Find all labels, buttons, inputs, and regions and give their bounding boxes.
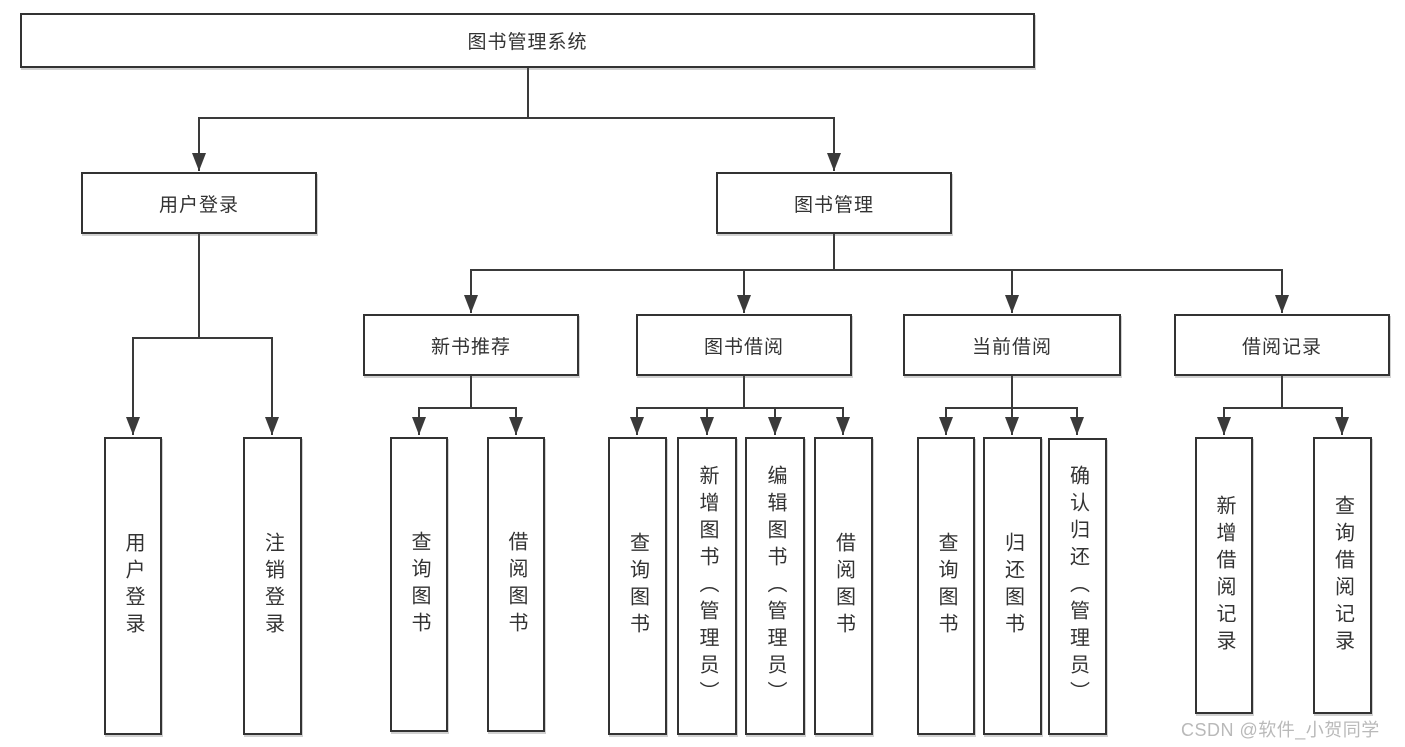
node-borrowing-records: 借阅记录: [1174, 314, 1390, 376]
connector-login-logout: [198, 234, 279, 435]
node-book-management: 图书管理: [716, 172, 952, 234]
leaf-records-add-record-label: 新增借阅记录: [1213, 494, 1235, 657]
leaf-current-confirm-return-label: 确认归还（管理员）: [1066, 465, 1089, 708]
connector-root-book-management: [527, 68, 841, 171]
leaf-user-login-label: 用户登录: [122, 532, 144, 640]
connector-mgmt-current: [833, 234, 1019, 313]
leaf-records-query-record-label: 查询借阅记录: [1331, 494, 1354, 657]
leaf-current-query-books: 查询图书: [917, 437, 975, 735]
leaf-current-confirm-return: 确认归还（管理员）: [1048, 438, 1107, 735]
connector-borrowing-query: [630, 376, 745, 435]
leaf-borrowing-query-books: 查询图书: [608, 437, 667, 735]
connector-records-add: [1217, 376, 1283, 435]
connector-borrowing-edit: [743, 376, 782, 435]
connector-recommend-query: [412, 376, 472, 435]
leaf-records-add-record: 新增借阅记录: [1195, 437, 1253, 714]
connector-root-user-login: [192, 68, 529, 171]
leaf-borrowing-edit-books: 编辑图书（管理员）: [745, 437, 805, 735]
node-user-login: 用户登录: [81, 172, 317, 234]
leaf-borrowing-add-books: 新增图书（管理员）: [677, 437, 737, 735]
leaf-current-return-books: 归还图书: [983, 437, 1042, 735]
node-current-borrowing-label: 当前借阅: [971, 336, 1052, 358]
node-root: 图书管理系统: [20, 13, 1035, 68]
node-borrowing-records-label: 借阅记录: [1241, 336, 1322, 358]
connector-mgmt-recommend: [464, 234, 835, 313]
leaf-borrowing-borrow-books: 借阅图书: [814, 437, 873, 735]
connector-mgmt-borrowing: [737, 234, 835, 313]
leaf-logout: 注销登录: [243, 437, 302, 735]
leaf-recommend-query-books-label: 查询图书: [408, 530, 430, 639]
node-book-borrowing: 图书借阅: [636, 314, 852, 376]
connector-records-query: [1281, 376, 1349, 435]
leaf-borrowing-borrow-books-label: 借阅图书: [832, 532, 855, 640]
node-book-borrowing-label: 图书借阅: [703, 336, 784, 358]
node-book-management-label: 图书管理: [793, 194, 874, 216]
connector-recommend-borrow: [470, 376, 523, 435]
connector-current-confirm: [1011, 376, 1084, 435]
leaf-recommend-query-books: 查询图书: [390, 437, 448, 732]
leaf-current-return-books-label: 归还图书: [1001, 532, 1024, 640]
connector-mgmt-records: [833, 234, 1289, 313]
node-user-login-label: 用户登录: [158, 194, 239, 216]
connector-borrowing-add: [700, 376, 745, 435]
leaf-current-query-books-label: 查询图书: [935, 532, 957, 640]
leaf-recommend-borrow-books: 借阅图书: [487, 437, 545, 732]
leaf-recommend-borrow-books-label: 借阅图书: [505, 530, 527, 639]
leaf-logout-label: 注销登录: [261, 532, 284, 640]
node-new-book-recommend-label: 新书推荐: [430, 336, 511, 358]
node-current-borrowing: 当前借阅: [903, 314, 1121, 376]
leaf-records-query-record: 查询借阅记录: [1313, 437, 1372, 714]
connector-current-query: [939, 376, 1013, 435]
leaf-user-login: 用户登录: [104, 437, 162, 735]
leaf-borrowing-edit-books-label: 编辑图书（管理员）: [764, 464, 786, 708]
leaf-borrowing-query-books-label: 查询图书: [626, 532, 649, 640]
connector-borrowing-borrow: [743, 376, 850, 435]
connector-login-user-login: [126, 234, 200, 435]
leaf-borrowing-add-books-label: 新增图书（管理员）: [696, 464, 718, 708]
csdn-watermark: CSDN @软件_小贺同学: [1181, 720, 1380, 740]
node-new-book-recommend: 新书推荐: [363, 314, 579, 376]
node-root-label: 图书管理系统: [467, 32, 588, 53]
